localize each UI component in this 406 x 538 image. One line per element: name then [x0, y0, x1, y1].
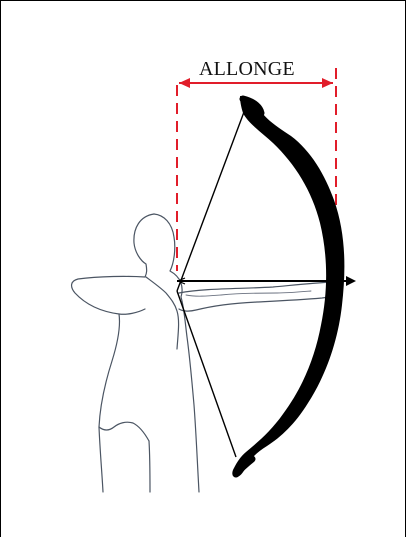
allonge-label: ALLONGE	[199, 59, 295, 79]
archer-shoulder-line	[146, 277, 179, 349]
measure-right-arrow-icon	[322, 78, 333, 88]
upper-bow-string	[177, 112, 244, 291]
lower-bow-string	[177, 291, 236, 457]
arrow-right-icon	[346, 276, 356, 286]
archer-waist-line	[99, 422, 149, 441]
archer-arm-inner-line	[186, 291, 311, 296]
archer-arm-outline	[179, 282, 339, 311]
archer-figure	[72, 214, 340, 492]
measure-left-arrow-icon	[179, 78, 190, 88]
archer-left-outline	[72, 214, 154, 492]
archer-back-line	[119, 309, 145, 314]
archer-leg-line	[149, 441, 150, 492]
bow-limb	[232, 96, 344, 477]
